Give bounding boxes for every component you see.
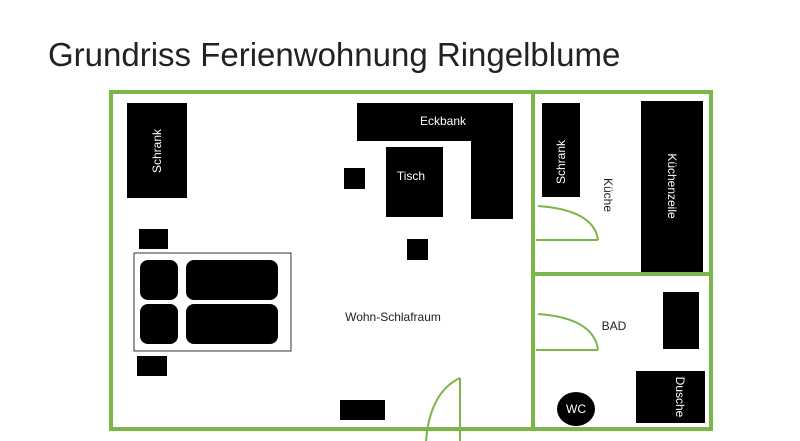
- pillow-top: [140, 260, 178, 300]
- tv-cabinet: [340, 400, 385, 420]
- mattress-top: [186, 260, 278, 300]
- walls: [109, 90, 713, 431]
- page-title: Grundriss Ferienwohnung Ringelblume: [48, 36, 621, 73]
- washbasin: [663, 292, 699, 349]
- living-room-label: Wohn-Schlafraum: [345, 310, 441, 324]
- table: [386, 147, 443, 217]
- wardrobe-kitchen-label: Schrank: [554, 139, 568, 184]
- outer-wall: [109, 90, 713, 431]
- chair-bottom: [407, 239, 428, 260]
- nightstand-bottom: [137, 356, 167, 376]
- shower-label: Dusche: [673, 377, 687, 418]
- bathroom: BAD Dusche WC: [557, 292, 705, 426]
- kitchen: Schrank Küche Küchenzeile: [542, 101, 703, 272]
- doors: [425, 205, 599, 441]
- bathroom-label: BAD: [602, 319, 627, 333]
- bath-door-swing: [537, 313, 599, 351]
- toilet-label: WC: [566, 402, 586, 416]
- kitchen-counter: [641, 101, 703, 272]
- toilet: [557, 392, 595, 426]
- nightstand-top: [139, 229, 168, 249]
- chair-left: [344, 168, 365, 189]
- entrance-door-swing: [425, 377, 461, 441]
- living-room-furniture: Schrank Eckbank Tisch Wohn-Schlafraum: [127, 103, 513, 420]
- wardrobe-kitchen: [542, 103, 580, 197]
- kitchen-door-swing: [537, 205, 599, 241]
- bed-frame: [133, 252, 292, 352]
- kitchen-counter-label: Küchenzeile: [665, 153, 679, 219]
- wardrobe-living: [127, 103, 187, 198]
- wardrobe-living-label: Schrank: [150, 128, 164, 173]
- shower: [636, 371, 705, 423]
- kitchen-label: Küche: [601, 178, 615, 212]
- corner-bench-label: Eckbank: [420, 114, 467, 128]
- mattress-bottom: [186, 304, 278, 344]
- pillow-bottom: [140, 304, 178, 344]
- corner-bench-side: [471, 103, 513, 219]
- table-label: Tisch: [397, 169, 425, 183]
